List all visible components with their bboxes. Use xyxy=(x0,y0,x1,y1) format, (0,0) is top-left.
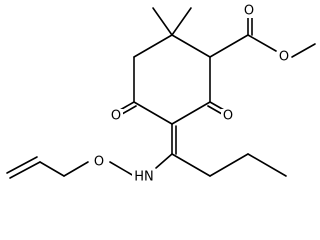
ester-carbonyl-oxygen: O xyxy=(244,4,254,19)
bond-ester-c xyxy=(209,34,249,58)
bond-propyl-3 xyxy=(247,153,287,177)
bond-methyl-a xyxy=(152,7,173,36)
bond-ring-c1-c2 xyxy=(171,34,211,58)
bond-propyl-2 xyxy=(209,153,249,177)
bond-allyl-2a xyxy=(9,161,41,179)
amine-nitrogen: HN xyxy=(134,170,154,185)
bond-ester-methyl xyxy=(291,43,316,58)
bond-n-o xyxy=(109,161,135,177)
bond-ring-c3-c4 xyxy=(171,101,211,125)
ester-carbonyl-o-bg xyxy=(243,4,255,18)
ring-carbonyl-o-left-bg xyxy=(109,109,123,123)
ring-carbonyl-oxygen-left: O xyxy=(111,109,121,124)
bond-ring-c4-c5 xyxy=(133,101,173,125)
bond-ring-c6-c1 xyxy=(133,34,173,58)
ring-carbonyl-o-right-bg xyxy=(221,109,235,123)
bond-carbonyl-left-1 xyxy=(119,101,135,111)
oxime-ether-oxygen: O xyxy=(94,155,104,170)
oxime-ether-o-bg xyxy=(92,155,106,169)
bond-allyl-2b xyxy=(6,156,38,174)
bond-c-n xyxy=(155,153,173,169)
bond-carbonyl-right-2 xyxy=(207,105,223,115)
ring-carbonyl-oxygen-right: O xyxy=(223,109,233,124)
bond-propyl-1 xyxy=(171,153,211,177)
ester-ether-o-bg xyxy=(277,50,291,64)
bond-carbonyl-left-2 xyxy=(121,105,137,115)
bond-o-ch2 xyxy=(63,161,89,177)
ester-ether-oxygen: O xyxy=(279,50,289,65)
structure-canvas: O O O O O HN xyxy=(6,3,316,185)
bond-methyl-b xyxy=(171,7,192,36)
bond-allyl-1 xyxy=(39,161,65,177)
molecule-structure: O O O O O HN xyxy=(6,4,316,185)
bond-ester-o xyxy=(247,34,277,52)
amine-n-bg xyxy=(132,170,156,184)
bond-carbonyl-right-1 xyxy=(209,101,225,111)
